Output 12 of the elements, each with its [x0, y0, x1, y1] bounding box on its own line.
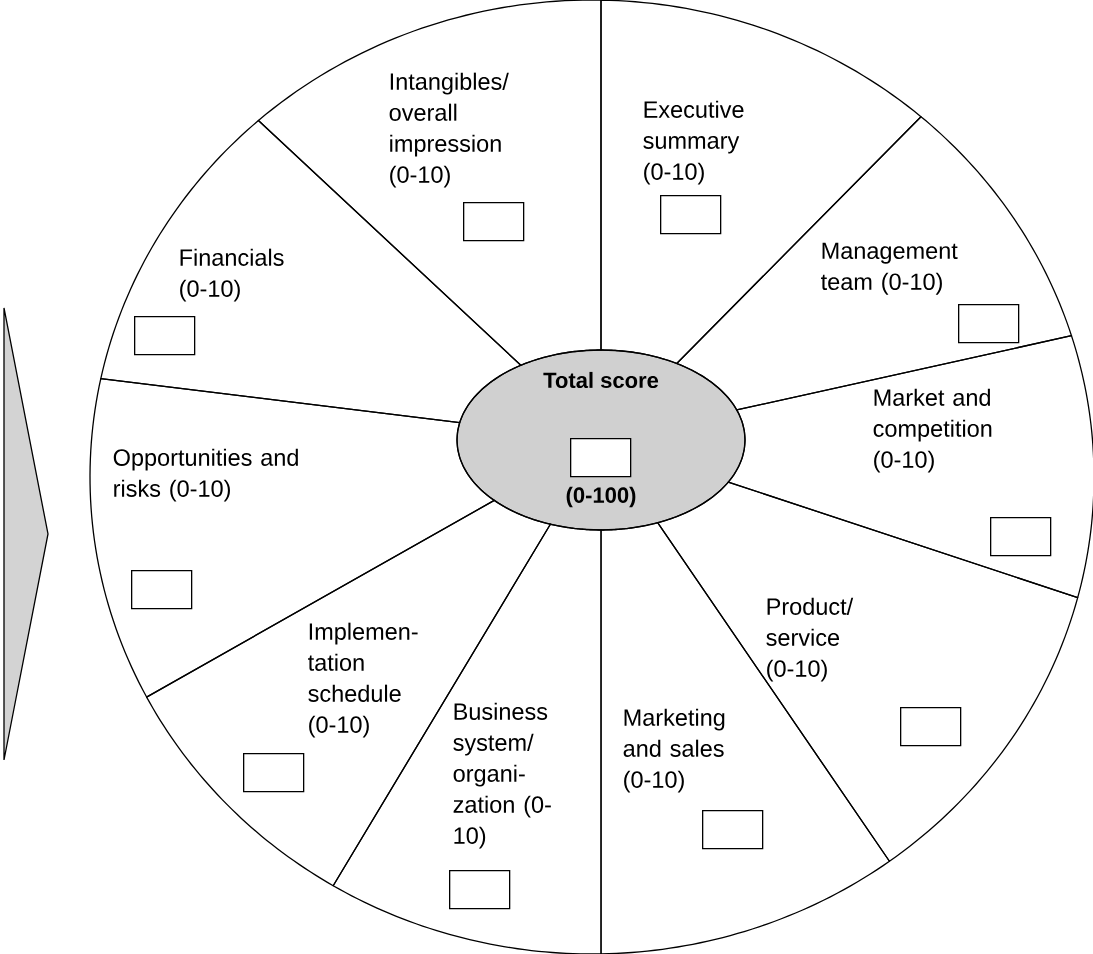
answer-box — [134, 316, 196, 356]
answer-box — [900, 707, 962, 747]
answer-box — [449, 870, 511, 910]
answer-box — [990, 517, 1052, 557]
answer-box — [660, 195, 722, 235]
answer-box — [958, 304, 1020, 344]
chevron-arrow — [3, 307, 49, 761]
answer-box — [131, 570, 193, 610]
answer-box — [243, 753, 305, 793]
answer-box — [463, 202, 525, 242]
answer-box — [570, 438, 632, 478]
answer-box — [702, 810, 764, 850]
